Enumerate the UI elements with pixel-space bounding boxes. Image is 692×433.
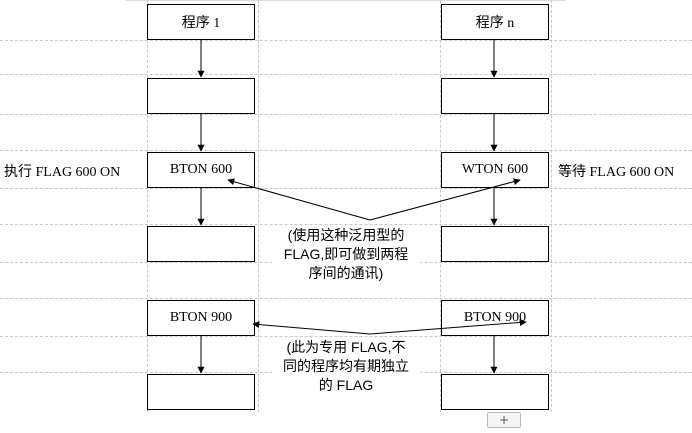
right-step-box [441,226,549,262]
right-step-box [441,374,549,410]
upper-note: (使用这种泛用型的 FLAG,即可做到两程 序间的通讯) [272,226,420,283]
note-line: FLAG,即可做到两程 [283,246,409,262]
grid-line [0,150,692,151]
grid-line [0,114,692,115]
grid-line [440,0,441,412]
note-line: 序间的通讯) [308,265,384,281]
grid-line [0,188,692,189]
bton-600-box: BTON 600 [147,152,255,188]
wton-600-box: WTON 600 [441,152,549,188]
add-handle-button[interactable]: + [487,412,521,428]
left-step-box [147,78,255,114]
note-line: (此为专用 FLAG,不 [286,339,406,355]
grid-line [0,224,692,225]
lower-note: (此为专用 FLAG,不 同的程序均有期独立 的 FLAG [272,338,420,395]
note-arrow-to-bton-600 [227,178,371,221]
right-bton-900-box: BTON 900 [441,300,549,336]
note-arrow-to-right-bton-900 [369,318,527,335]
right-step-box [441,78,549,114]
note-line: 的 FLAG [318,377,374,393]
grid-line [0,298,692,299]
left-bton-900-box: BTON 900 [147,300,255,336]
note-arrow-to-wton-600 [369,178,521,221]
left-step-box [147,226,255,262]
grid-line [551,0,552,412]
grid-line [147,0,148,412]
plus-icon: + [498,413,510,427]
program-n-box: 程序 n [441,4,549,40]
note-line: (使用这种泛用型的 [287,227,405,243]
top-edge [126,0,566,5]
grid-line [0,336,692,337]
note-arrow-to-left-bton-900 [252,321,371,335]
wait-flag-label: 等待 FLAG 600 ON [558,165,675,180]
program-1-box: 程序 1 [147,4,255,40]
left-step-box [147,374,255,410]
execute-flag-label: 执行 FLAG 600 ON [4,165,121,180]
grid-line [258,0,259,412]
note-line: 同的程序均有期独立 [283,358,409,374]
grid-line [0,40,692,41]
grid-line [0,74,692,75]
